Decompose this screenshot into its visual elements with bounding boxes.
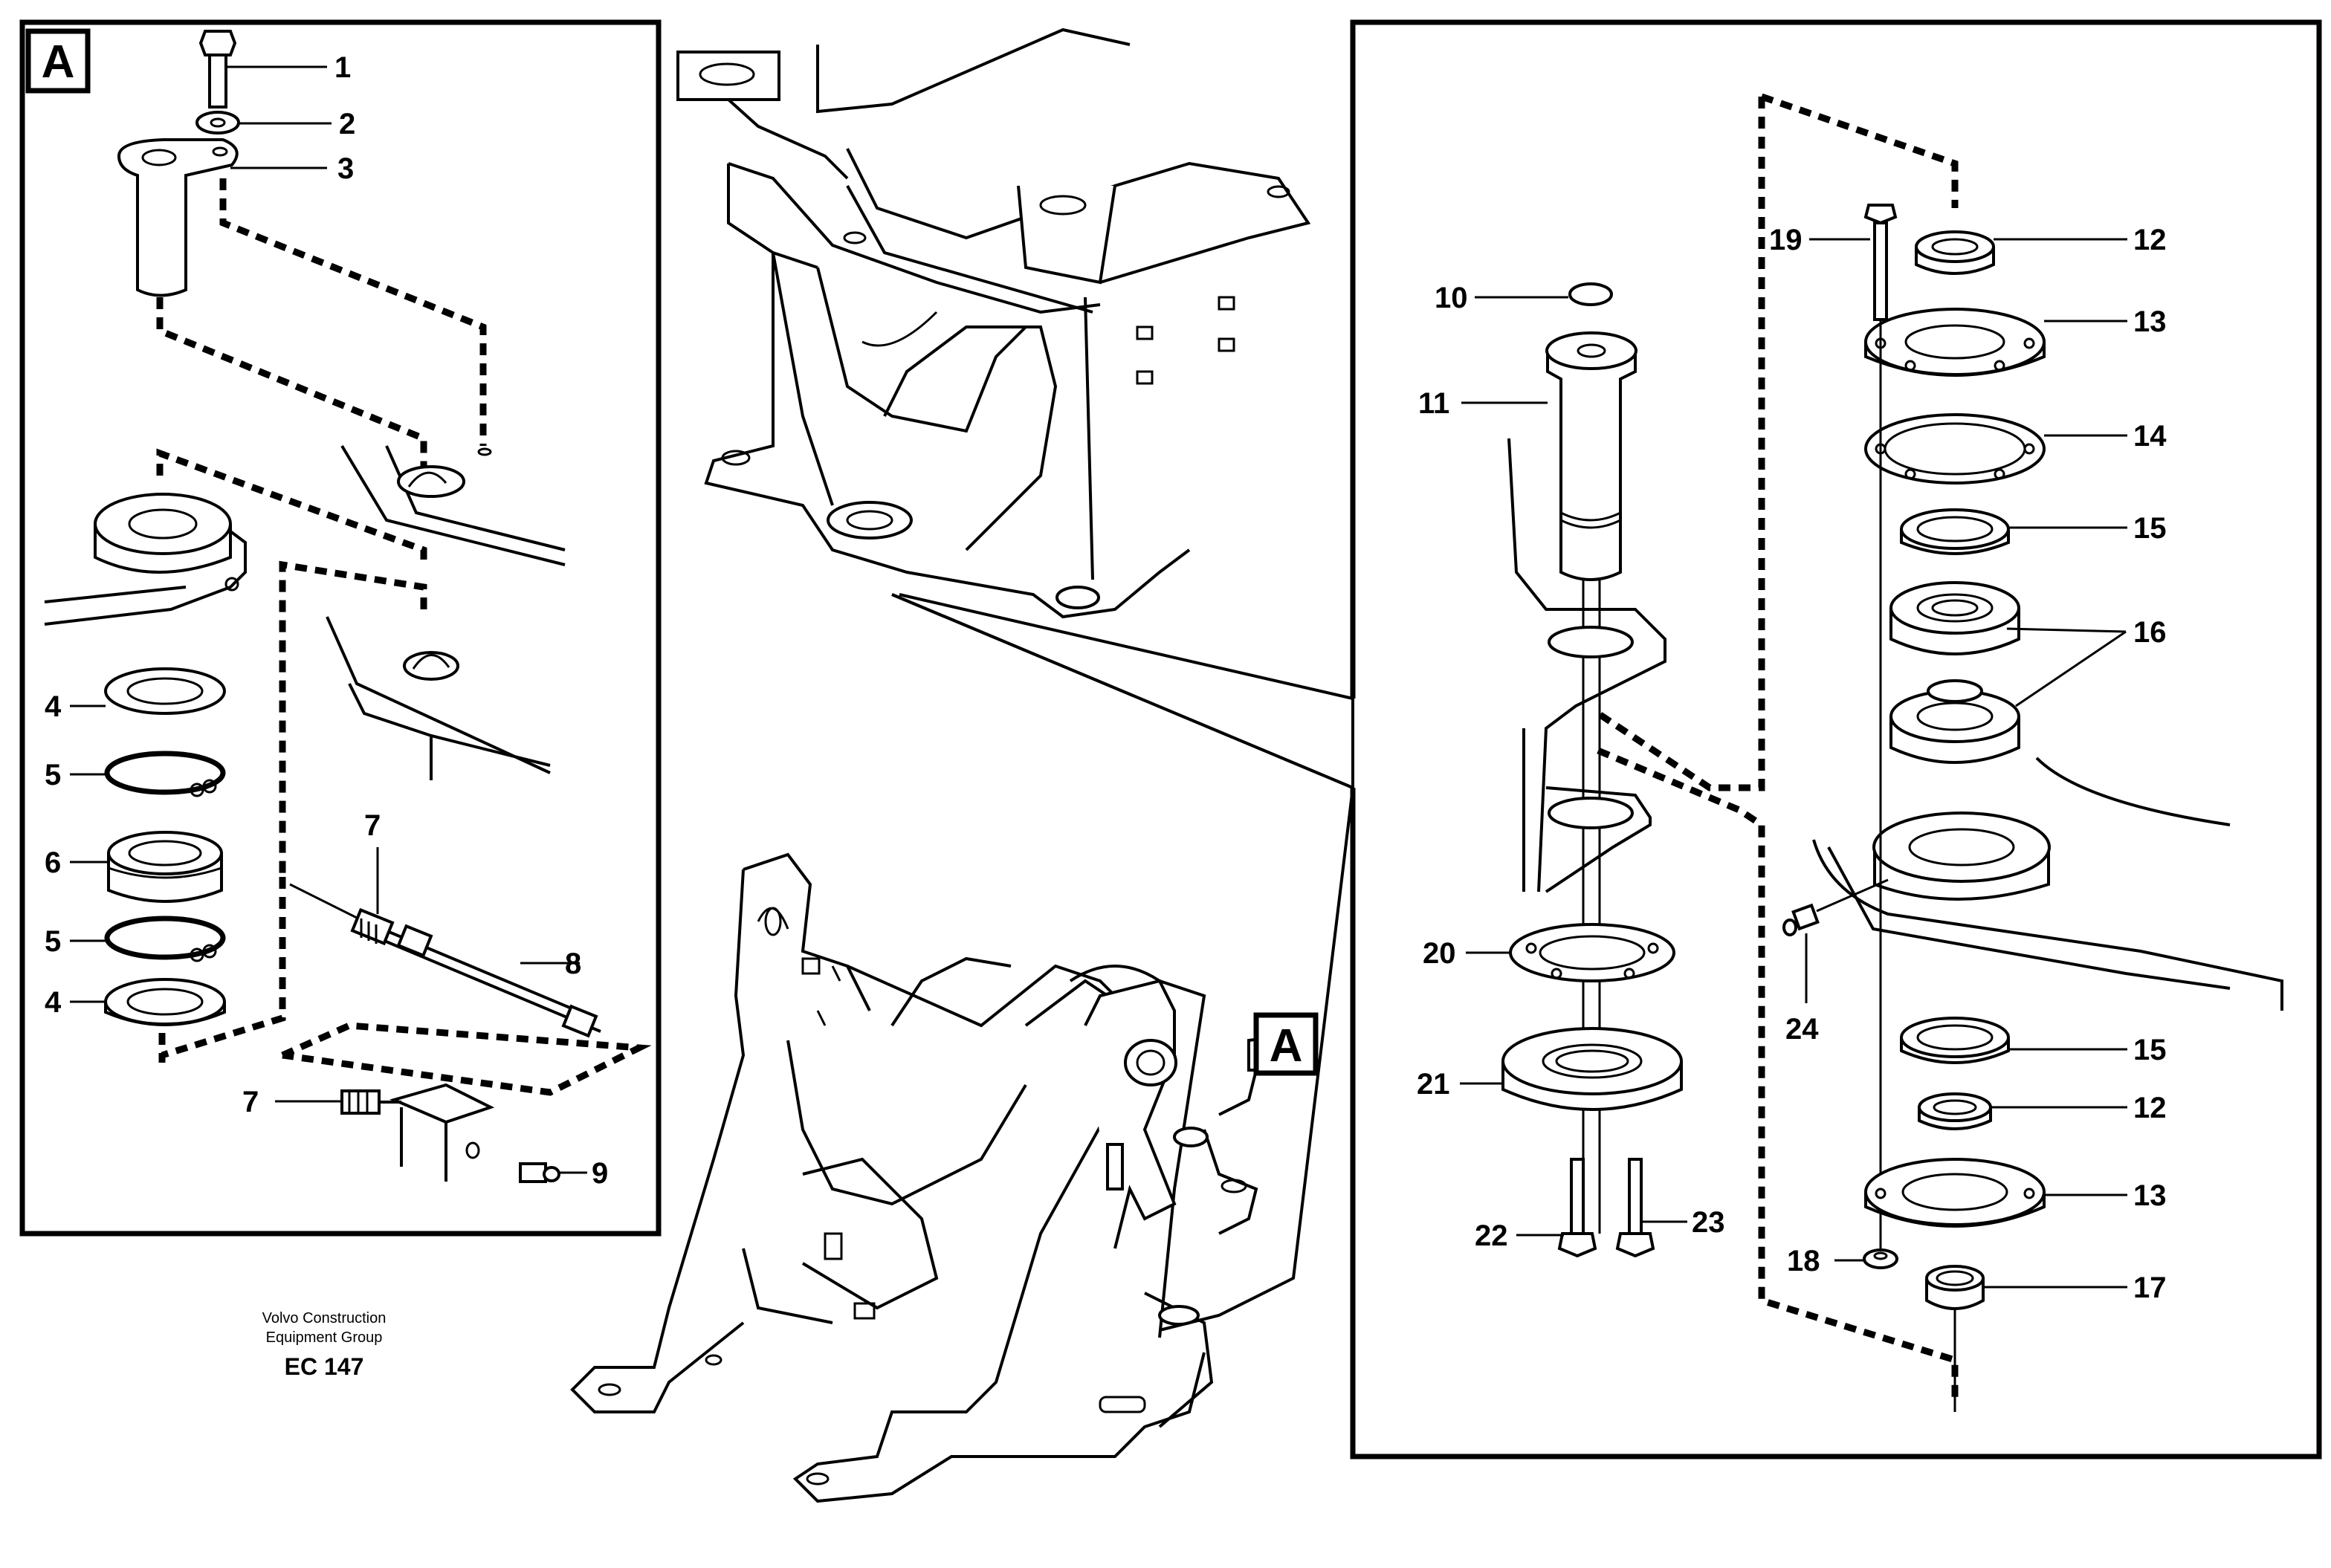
gasket-part-14 bbox=[1864, 413, 2046, 485]
callout-12-lower: 12 bbox=[2133, 1092, 2167, 1124]
callout-22: 22 bbox=[1475, 1219, 1508, 1252]
callout-6: 6 bbox=[45, 846, 61, 879]
frame-cheek-plate bbox=[1507, 438, 1666, 893]
frame-detail-tag-box bbox=[1253, 1012, 1319, 1076]
footer-code: EC 147 bbox=[285, 1353, 364, 1380]
frame-plate-upper bbox=[340, 444, 566, 566]
bearing-part-6 bbox=[107, 831, 223, 903]
callout-5-upper: 5 bbox=[45, 759, 61, 791]
pin-part-11 bbox=[1545, 331, 1637, 581]
callout-15-lower: 15 bbox=[2133, 1034, 2167, 1066]
cap-part-17 bbox=[1925, 1265, 1985, 1310]
callout-3: 3 bbox=[337, 152, 354, 185]
seal-part-12-upper bbox=[1915, 230, 1995, 275]
grease-fitting-part-7-upper bbox=[350, 907, 395, 946]
assembly-path-right bbox=[1596, 97, 1765, 791]
callout-15-upper: 15 bbox=[2133, 512, 2167, 545]
grease-nipple-part-9 bbox=[519, 1162, 560, 1183]
snap-ring-part-5-lower bbox=[104, 916, 226, 962]
seal-ring-part-4-lower bbox=[104, 978, 226, 1026]
bolt-part-22 bbox=[1557, 1158, 1597, 1258]
publisher-footer: Volvo Construction Equipment Group EC 14… bbox=[262, 1310, 387, 1380]
callout-13-lower: 13 bbox=[2133, 1179, 2167, 1212]
callout-4-upper: 4 bbox=[45, 690, 62, 723]
bolt-part-19 bbox=[1863, 204, 1898, 321]
bolt-part-1 bbox=[198, 30, 237, 108]
callout-21: 21 bbox=[1417, 1068, 1450, 1101]
frame-mount-ring bbox=[1812, 757, 2283, 1011]
callout-24: 24 bbox=[1785, 1013, 1819, 1046]
seal-part-15-lower bbox=[1900, 1017, 2010, 1064]
pin-part-3 bbox=[117, 138, 239, 297]
frame-detail-tag-label: A bbox=[1270, 1020, 1303, 1072]
flange-part-13-upper bbox=[1864, 308, 2046, 377]
detail-tag-box bbox=[25, 28, 91, 94]
callout-7-lower: 7 bbox=[242, 1086, 259, 1118]
bolt-part-23 bbox=[1615, 1158, 1655, 1258]
front-frame-iso-view bbox=[570, 787, 1354, 1503]
callout-18: 18 bbox=[1787, 1245, 1820, 1277]
housing-part bbox=[44, 493, 247, 626]
callout-9: 9 bbox=[592, 1157, 608, 1190]
bearing-part-16-upper bbox=[1889, 581, 2020, 655]
footer-line-2: Equipment Group bbox=[266, 1329, 383, 1346]
detail-panel-right: 10 11 19 12 13 14 15 16 20 21 24 15 12 1… bbox=[1350, 19, 2322, 1460]
callout-19: 19 bbox=[1769, 224, 1803, 256]
seal-part-15-upper bbox=[1900, 508, 2010, 555]
footer-line-1: Volvo Construction bbox=[262, 1310, 387, 1326]
bearing-part-16-lower bbox=[1889, 679, 2020, 764]
callout-8: 8 bbox=[565, 947, 581, 980]
detail-tag-label: A bbox=[42, 36, 75, 88]
block-part bbox=[389, 1083, 495, 1182]
washer-part-2 bbox=[195, 111, 240, 135]
grease-fitting-part-7-lower bbox=[340, 1089, 401, 1115]
callout-16: 16 bbox=[2133, 616, 2167, 649]
nut-part-18 bbox=[1863, 1248, 1898, 1269]
callout-7-upper: 7 bbox=[364, 809, 381, 842]
grease-line-part-8 bbox=[289, 883, 601, 1038]
flange-part-13-lower bbox=[1864, 1158, 2046, 1228]
callout-17: 17 bbox=[2133, 1271, 2167, 1304]
callout-11: 11 bbox=[1418, 387, 1449, 420]
callout-13-upper: 13 bbox=[2133, 305, 2167, 338]
seal-ring-part-4-upper bbox=[104, 667, 226, 715]
frame-plate-lower bbox=[326, 616, 551, 780]
assembly-path-upper bbox=[219, 178, 487, 446]
callout-23: 23 bbox=[1692, 1206, 1725, 1239]
callout-4-lower: 4 bbox=[45, 986, 62, 1019]
grease-nipple-part-24 bbox=[1782, 878, 1889, 936]
callout-1: 1 bbox=[334, 51, 351, 84]
callout-12-upper: 12 bbox=[2133, 224, 2167, 256]
callout-5-lower: 5 bbox=[45, 925, 61, 958]
plate-part-20 bbox=[1509, 923, 1675, 982]
seal-part-12-lower bbox=[1918, 1092, 1992, 1130]
callout-20: 20 bbox=[1423, 937, 1456, 970]
snap-ring-part-5-upper bbox=[104, 751, 226, 797]
callout-2: 2 bbox=[339, 108, 355, 140]
callout-10: 10 bbox=[1435, 282, 1468, 314]
detail-panel-a: A bbox=[19, 19, 662, 1237]
front-frame-top-view bbox=[676, 27, 1354, 791]
cap-part-10 bbox=[1568, 282, 1613, 306]
callout-14: 14 bbox=[2133, 420, 2167, 453]
housing-part-21 bbox=[1501, 1027, 1683, 1111]
